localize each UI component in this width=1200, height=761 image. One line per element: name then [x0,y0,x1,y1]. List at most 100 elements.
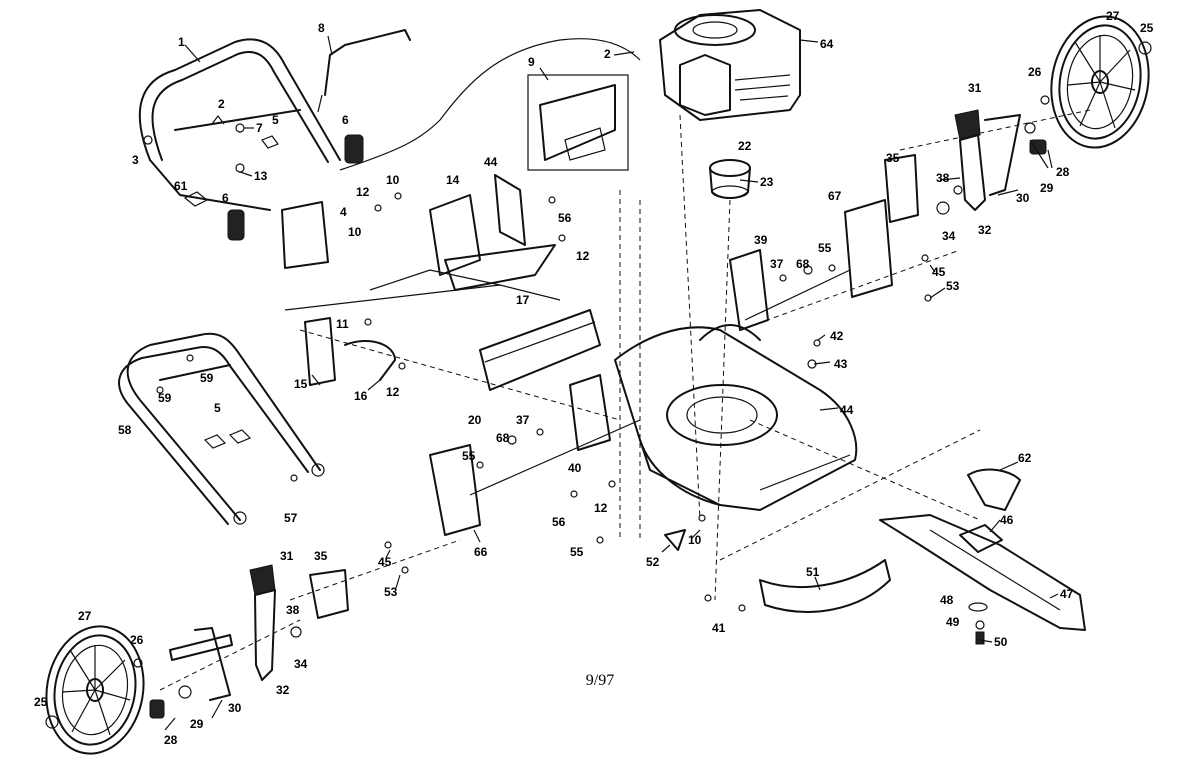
callout-12: 12 [594,501,608,515]
callout-6: 6 [222,191,229,205]
callout-2: 2 [218,97,225,111]
callout-44: 44 [484,155,498,169]
blade-adapter [959,524,1003,553]
mower-blade [879,514,1086,631]
engine [659,9,801,121]
callout-10: 10 [386,173,400,187]
callout-10: 10 [348,225,362,239]
callout-6: 6 [342,113,349,127]
callout-38: 38 [936,171,950,185]
callout-53: 53 [384,585,398,599]
callout-46: 46 [1000,513,1014,527]
callout-29: 29 [190,717,204,731]
callout-40: 40 [568,461,582,475]
callout-37: 37 [770,257,784,271]
callout-43: 43 [834,357,848,371]
throttle-cable [339,38,641,171]
handle-hardware [143,115,279,207]
callout-3: 3 [132,153,139,167]
callout-12: 12 [386,385,400,399]
rear-guard-assembly [284,174,601,391]
callout-13: 13 [254,169,268,183]
callout-68: 68 [496,431,510,445]
callout-34: 34 [942,229,956,243]
callout-5: 5 [214,401,221,415]
chute-deflector-small [664,529,686,551]
callout-28: 28 [1056,165,1070,179]
callout-27: 27 [1106,9,1120,23]
lower-handle [118,332,325,525]
callout-38: 38 [286,603,300,617]
callout-49: 49 [946,615,960,629]
axle-bolts [45,41,1152,729]
callout-25: 25 [1140,21,1154,35]
callout-59: 59 [200,371,214,385]
callout-35: 35 [314,549,328,563]
handle-knob [227,134,364,241]
front-wheel [45,625,145,755]
callout-22: 22 [738,139,752,153]
callout-31: 31 [280,549,294,563]
bag-frame-panel [281,201,329,269]
callout-67: 67 [828,189,842,203]
callout-55: 55 [818,241,832,255]
fasteners [156,163,963,612]
blade-adapter-pulley [709,159,751,199]
mower-deck [614,324,858,511]
blade-bolt-and-washer [968,602,988,645]
callout-27: 27 [78,609,92,623]
callout-4: 4 [340,205,347,219]
callout-23: 23 [760,175,774,189]
callout-45: 45 [378,555,392,569]
callout-58: 58 [118,423,132,437]
callout-35: 35 [886,151,900,165]
callout-47: 47 [1060,587,1074,601]
callout-44: 44 [840,403,854,417]
leader-lines [164,35,1059,731]
callout-34: 34 [294,657,308,671]
callout-30: 30 [1016,191,1030,205]
callout-68: 68 [796,257,810,271]
callout-59: 59 [158,391,172,405]
callout-62: 62 [1018,451,1032,465]
callout-5: 5 [272,113,279,127]
callout-15: 15 [294,377,308,391]
callout-17: 17 [516,293,530,307]
callout-57: 57 [284,511,298,525]
callout-2: 2 [604,47,611,61]
callout-10: 10 [688,533,702,547]
callout-16: 16 [354,389,368,403]
callout-12: 12 [356,185,370,199]
callout-42: 42 [830,329,844,343]
callout-61: 61 [174,179,188,193]
callout-56: 56 [558,211,572,225]
callout-26: 26 [130,633,144,647]
date-code: 9/97 [585,672,615,689]
baffle [759,559,891,613]
callout-29: 29 [1040,181,1054,195]
callout-53: 53 [946,279,960,293]
callout-48: 48 [940,593,954,607]
callout-39: 39 [754,233,768,247]
callout-14: 14 [446,173,460,187]
discharge-chute [527,74,629,171]
height-adjuster-levers [194,109,1021,701]
callout-1: 1 [178,35,185,49]
callout-32: 32 [978,223,992,237]
callout-66: 66 [474,545,488,559]
callout-12: 12 [576,249,590,263]
callout-20: 20 [468,413,482,427]
callout-45: 45 [932,265,946,279]
upper-handle [138,38,341,211]
callout-8: 8 [318,21,325,35]
callout-30: 30 [228,701,242,715]
callout-32: 32 [276,683,290,697]
control-bar [317,29,411,113]
callout-41: 41 [712,621,726,635]
callout-9: 9 [528,55,535,69]
callout-50: 50 [994,635,1008,649]
axle-brackets [429,154,919,536]
callout-56: 56 [552,515,566,529]
callout-52: 52 [646,555,660,569]
